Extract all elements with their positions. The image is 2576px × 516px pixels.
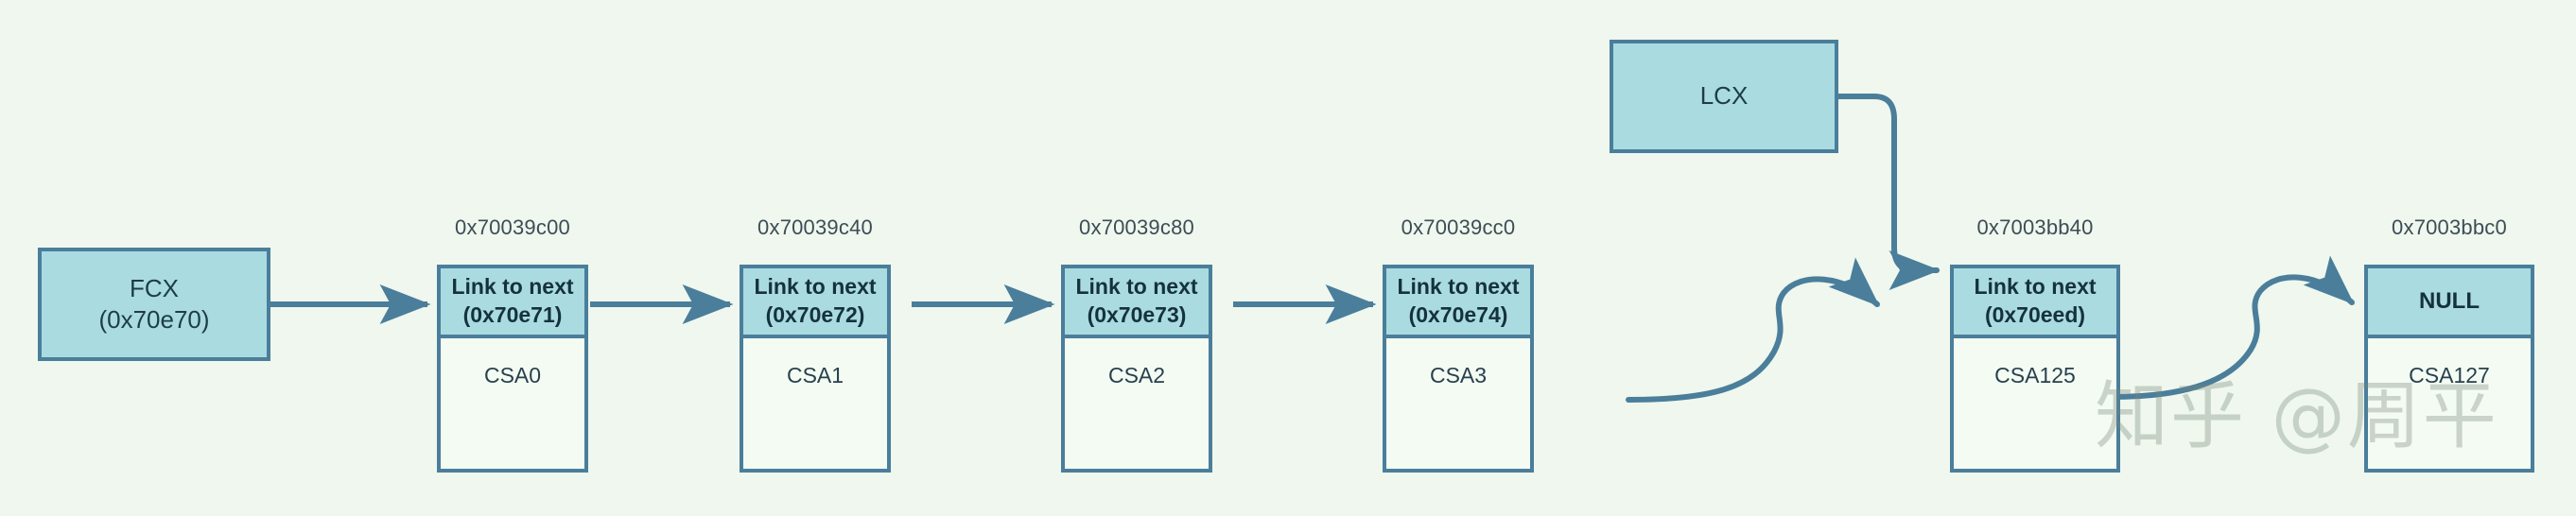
csa-node-3-link-value: (0x70e74) (1408, 302, 1508, 327)
csa-node-0-link-label: Link to next (451, 274, 574, 300)
arrow-lcx-to-csa125 (1834, 94, 1941, 290)
csa-node-127-address: 0x7003bbc0 (2392, 215, 2507, 239)
fcx-register-box[interactable]: FCX (0x70e70) (38, 248, 270, 361)
csa-node-3[interactable]: 0x70039cc0 Link to next (0x70e74) CSA3 (1383, 215, 1534, 473)
csa-node-3-frame: Link to next (0x70e74) CSA3 (1383, 265, 1534, 473)
csa-node-1-link-value: (0x70e72) (765, 302, 865, 327)
lcx-register-box[interactable]: LCX (1610, 40, 1838, 153)
csa-node-0-frame: Link to next (0x70e71) CSA0 (437, 265, 588, 473)
csa-node-2-frame: Link to next (0x70e73) CSA2 (1061, 265, 1212, 473)
csa-node-125-link-label: Link to next (1974, 274, 2097, 300)
csa-node-0-body: CSA0 (483, 363, 542, 387)
csa-node-2-link-value: (0x70e73) (1087, 302, 1187, 327)
csa-node-1[interactable]: 0x70039c40 Link to next (0x70e72) CSA1 (740, 215, 891, 473)
csa-node-125-body: CSA125 (1994, 363, 2076, 387)
fcx-value: (0x70e70) (98, 305, 210, 334)
csa-node-1-body: CSA1 (786, 363, 844, 387)
csa-node-3-link-label: Link to next (1397, 274, 1520, 300)
csa-node-127-frame: NULL CSA127 (2364, 265, 2534, 473)
csa-node-3-address: 0x70039cc0 (1401, 215, 1516, 239)
csa-node-127-link-cell[interactable]: NULL (2368, 268, 2531, 338)
csa-node-0-address: 0x70039c00 (455, 215, 570, 239)
fcx-title: FCX (130, 273, 179, 302)
csa-node-2-body: CSA2 (1107, 363, 1166, 387)
zhihu-watermark: 知乎 @周平 (2095, 374, 2498, 459)
csa-node-127[interactable]: 0x7003bbc0 NULL CSA127 (2364, 215, 2534, 473)
csa-node-1-link-label: Link to next (754, 274, 877, 300)
csa-node-3-link-cell[interactable]: Link to next (0x70e74) (1386, 268, 1530, 338)
csa-node-127-body: CSA127 (2409, 363, 2490, 387)
csa-node-0[interactable]: 0x70039c00 Link to next (0x70e71) CSA0 (437, 215, 588, 473)
csa-node-1-link-cell[interactable]: Link to next (0x70e72) (743, 268, 887, 338)
csa-node-1-frame: Link to next (0x70e72) CSA1 (740, 265, 891, 473)
csa-node-125-link-value: (0x70eed) (1984, 302, 2086, 327)
csa-node-0-link-cell[interactable]: Link to next (0x70e71) (441, 268, 584, 338)
csa-node-2-link-cell[interactable]: Link to next (0x70e73) (1065, 268, 1209, 338)
csa-node-2-link-label: Link to next (1075, 274, 1198, 300)
csa-node-3-body: CSA3 (1429, 363, 1488, 387)
csa-node-125-address: 0x7003bb40 (1976, 215, 2094, 239)
csa-node-2-address: 0x70039c80 (1079, 215, 1194, 239)
csa-node-127-link-label: NULL (2419, 288, 2480, 315)
csa-node-125-link-cell[interactable]: Link to next (0x70eed) (1954, 268, 2116, 338)
csa-node-2[interactable]: 0x70039c80 Link to next (0x70e73) CSA2 (1061, 215, 1212, 473)
lcx-title: LCX (1699, 81, 1749, 111)
csa-node-1-address: 0x70039c40 (757, 215, 873, 239)
arrow-csa3-to-csa125-squiggle (1626, 257, 1880, 403)
csa-node-0-link-value: (0x70e71) (462, 302, 563, 327)
